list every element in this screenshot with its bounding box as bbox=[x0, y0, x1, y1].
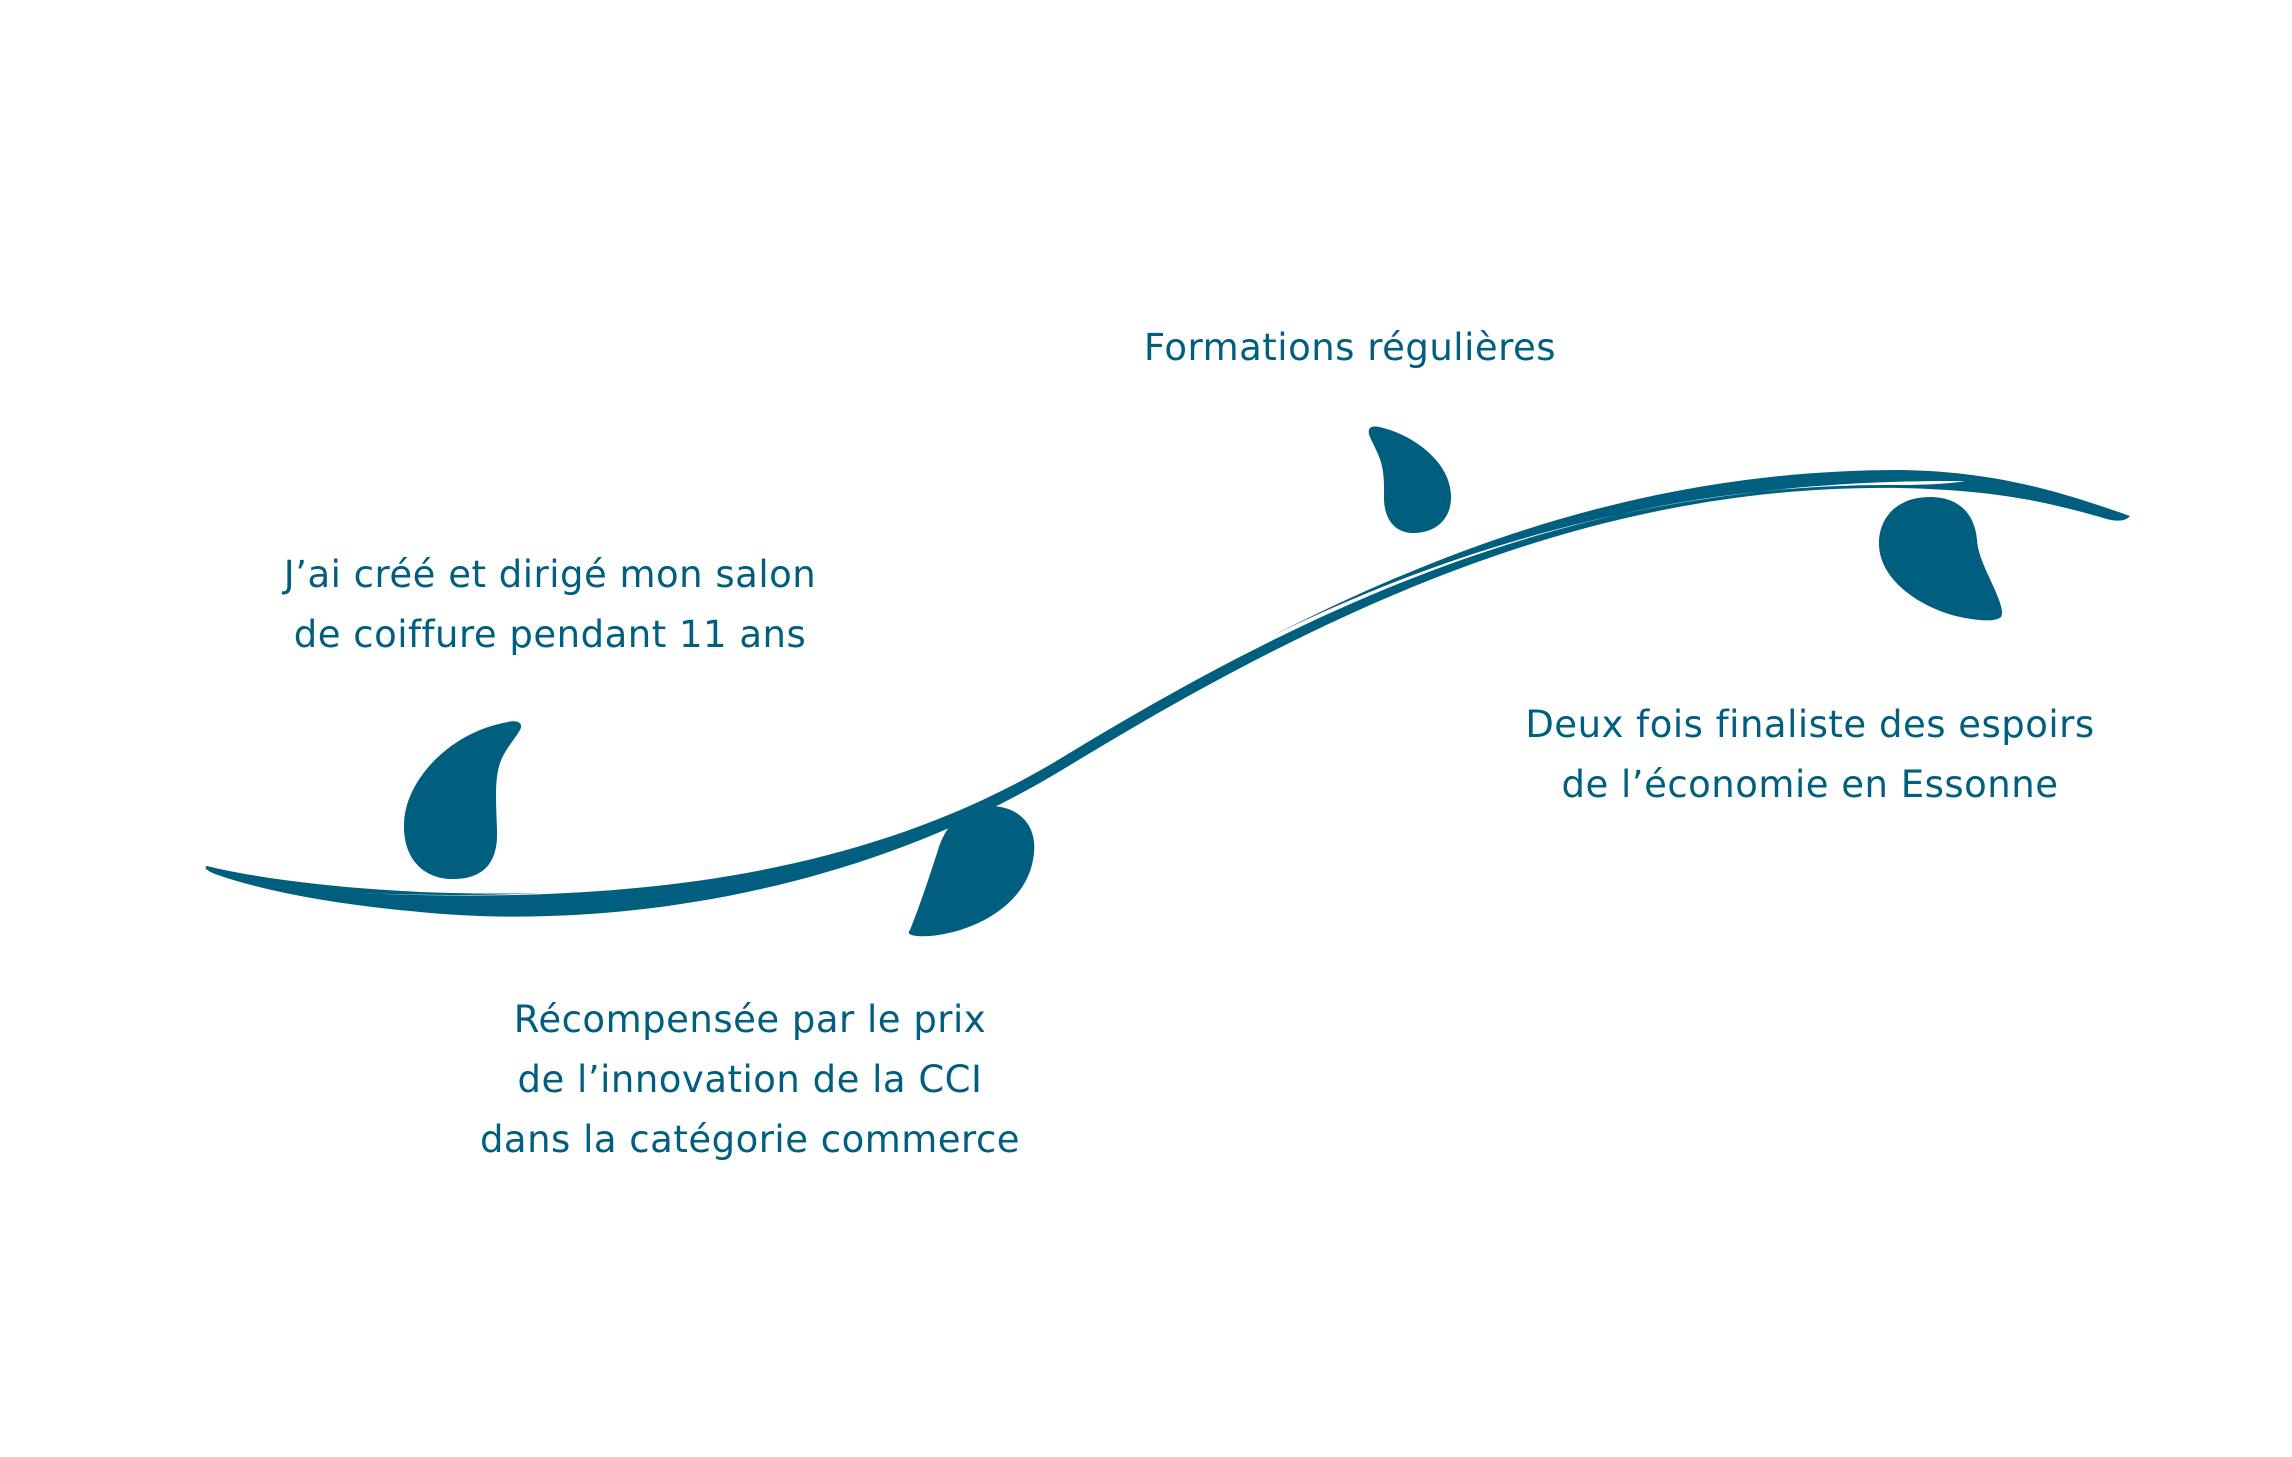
drop-marker-icon bbox=[1878, 497, 2003, 621]
swoosh-gap bbox=[360, 480, 1965, 896]
milestone-espoirs-line-1: Deux fois finaliste des espoirs bbox=[1525, 703, 2095, 746]
milestone-cci-label: Récompensée par le prix de l’innovation … bbox=[380, 990, 1120, 1170]
drop-marker-icon bbox=[908, 806, 1035, 937]
milestone-salon-label: J’ai créé et dirigé mon salon de coiffur… bbox=[180, 545, 920, 665]
milestone-formations-line-1: Formations régulières bbox=[1143, 326, 1557, 369]
milestone-salon-line-1: J’ai créé et dirigé mon salon bbox=[283, 553, 817, 596]
milestone-salon-line-2: de coiffure pendant 11 ans bbox=[293, 613, 807, 656]
drop-marker-icon bbox=[1368, 426, 1452, 534]
milestone-cci-line-1: Récompensée par le prix bbox=[513, 998, 987, 1041]
milestone-cci-line-2: de l’innovation de la CCI bbox=[517, 1058, 983, 1101]
drop-marker-icon bbox=[403, 721, 522, 880]
milestone-formations-label: Formations régulières bbox=[1060, 318, 1640, 378]
milestone-espoirs-line-2: de l’économie en Essonne bbox=[1561, 763, 2059, 806]
milestone-cci-line-3: dans la catégorie commerce bbox=[479, 1118, 1021, 1161]
milestone-espoirs-label: Deux fois finaliste des espoirs de l’éco… bbox=[1400, 695, 2220, 815]
